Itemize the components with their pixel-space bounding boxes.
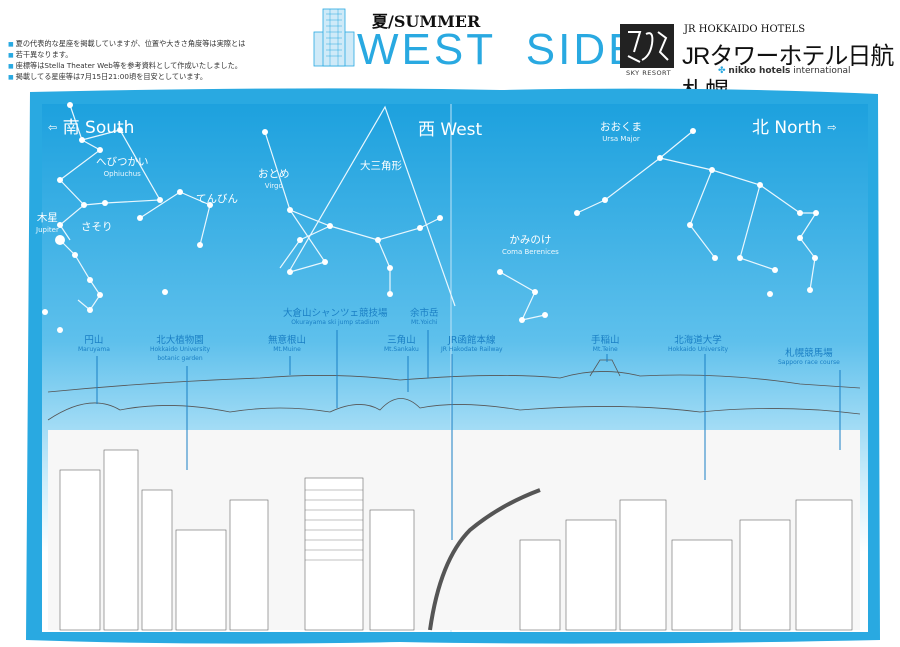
constellation-name-ja: おとめ — [258, 168, 290, 180]
landmark-name-ja: 三角山 — [387, 335, 416, 346]
constellation-name-en: Virgo — [264, 182, 283, 190]
landmark-name-en: Sapporo race course — [778, 359, 840, 366]
right-arrow-icon: ⇨ — [827, 121, 837, 134]
tall-building-stripes — [305, 489, 363, 561]
landmark-name-en: Hokkaido University — [150, 346, 211, 353]
note-line: 掲載してる星座等は7月15日21:00頃を目安としています。 — [8, 72, 298, 83]
summer-triangle-label: 大三角形 — [360, 160, 402, 172]
direction-south: ⇦ 南 South — [48, 113, 134, 138]
landmark-leaders — [96, 330, 841, 540]
landmark-name-en: Hokkaido University — [668, 346, 729, 353]
constellation-name-ja: 大三角形 — [360, 160, 402, 172]
landmark-name-en: Maruyama — [78, 346, 110, 353]
landmark-name-ja: 円山 — [84, 335, 104, 346]
landmark-name-ja: 無意根山 — [268, 335, 307, 346]
planet-name-ja: 木星 — [36, 212, 58, 224]
landmark-name-en-2: botanic garden — [157, 355, 203, 362]
disclaimer-notes: 夏の代表的な星座を掲載していますが、位置や大きさ角度等は実際とは 若干異なります… — [8, 39, 298, 83]
constellation-name-en: Ophiuchus — [103, 170, 141, 178]
note-line: 若干異なります。 — [8, 50, 298, 61]
landmark-name-ja: 余市岳 — [410, 308, 439, 319]
landmark-hokkaido-university: 北海道大学 Hokkaido University — [668, 336, 728, 354]
landmark-jr-hakodate-line: JR函館本線 JR Hakodate Railway — [441, 336, 503, 354]
landmark-name-en: Mt.Sankaku — [384, 346, 419, 353]
landmark-maruyama: 円山 Maruyama — [78, 336, 110, 354]
mountain-ridges — [47, 359, 861, 421]
constellation-name-ja: てんびん — [196, 193, 238, 205]
city-buildings — [59, 449, 853, 631]
planet-name-en: Jupiter — [36, 226, 59, 234]
landmark-name-en: Mt.Muine — [273, 346, 301, 353]
landmark-mt-sankaku: 三角山 Mt.Sankaku — [384, 336, 419, 354]
constellation-ophiuchus: へびつかい Ophiuchus — [96, 156, 149, 180]
direction-south-label: 南 South — [62, 118, 135, 138]
constellation-name-ja: おおくま — [600, 121, 642, 133]
landmark-botanic-garden: 北大植物園 Hokkaido University botanic garden — [150, 336, 210, 363]
note-line: 夏の代表的な星座を掲載していますが、位置や大きさ角度等は実際とは — [8, 39, 298, 50]
nikko-brand-name: nikko hotels — [728, 66, 791, 76]
constellation-ursa-major: おおくま Ursa Major — [600, 121, 642, 145]
landmark-mt-muine: 無意根山 Mt.Muine — [268, 336, 306, 354]
left-arrow-icon: ⇦ — [48, 121, 58, 134]
landmark-name-en: Mt.Teine — [592, 346, 618, 353]
jr-tower-icon — [313, 8, 355, 67]
direction-north: 北 North ⇨ — [752, 113, 837, 138]
landmark-sapporo-racecourse: 札幌競馬場 Sapporo race course — [778, 349, 840, 367]
constellation-name-en: Ursa Major — [602, 135, 640, 143]
landmark-name-ja: JR函館本線 — [448, 335, 496, 346]
nikko-brand-suffix: international — [790, 66, 851, 76]
constellation-name-ja: さそり — [81, 221, 113, 233]
landmark-name-ja: 手稲山 — [591, 335, 620, 346]
constellation-name-ja: かみのけ — [509, 234, 552, 246]
constellation-coma-berenices: かみのけ Coma Berenices — [502, 234, 559, 258]
logo-caption: SKY RESORT — [626, 69, 672, 77]
hotel-group-label: JR HOKKAIDO HOTELS — [684, 24, 806, 35]
stars — [42, 102, 819, 333]
constellation-scorpius: さそり — [81, 221, 113, 233]
landmark-name-en: Mt.Yoichi — [411, 319, 438, 326]
nikko-brand: ✤ nikko hotels international — [718, 66, 851, 76]
constellation-libra: てんびん — [196, 193, 238, 205]
constellation-virgo: おとめ Virgo — [258, 168, 290, 192]
landmark-name-ja: 大倉山シャンツェ競技場 — [283, 308, 388, 319]
sapporo-sky-resort-logo — [620, 24, 674, 68]
page-title: WEST SIDE — [357, 25, 641, 74]
landmark-okurayama: 大倉山シャンツェ競技場 Okurayama ski jump stadium — [283, 309, 388, 327]
landmark-name-en: JR Hakodate Railway — [441, 346, 503, 353]
landmark-name-ja: 北大植物園 — [156, 335, 204, 346]
constellation-name-en: Coma Berenices — [502, 248, 559, 256]
landmark-mt-teine: 手稲山 Mt.Teine — [591, 336, 620, 354]
season-label: 夏/SUMMER — [372, 12, 481, 31]
direction-north-label: 北 North — [752, 118, 822, 138]
landmark-name-en: Okurayama ski jump stadium — [291, 319, 380, 326]
landmark-name-ja: 札幌競馬場 — [785, 348, 833, 359]
railway-curve — [428, 488, 541, 631]
direction-west-label: 西 West — [418, 120, 483, 140]
direction-west: 西 West — [418, 115, 482, 140]
note-line: 座標等はStella Theater Web等を参考資料として作成いたしました。 — [8, 61, 298, 72]
planet-jupiter: 木星 Jupiter — [36, 212, 59, 236]
landmark-name-ja: 北海道大学 — [674, 335, 722, 346]
constellation-name-ja: へびつかい — [96, 156, 149, 168]
landmark-mt-yoichi: 余市岳 Mt.Yoichi — [410, 309, 439, 327]
